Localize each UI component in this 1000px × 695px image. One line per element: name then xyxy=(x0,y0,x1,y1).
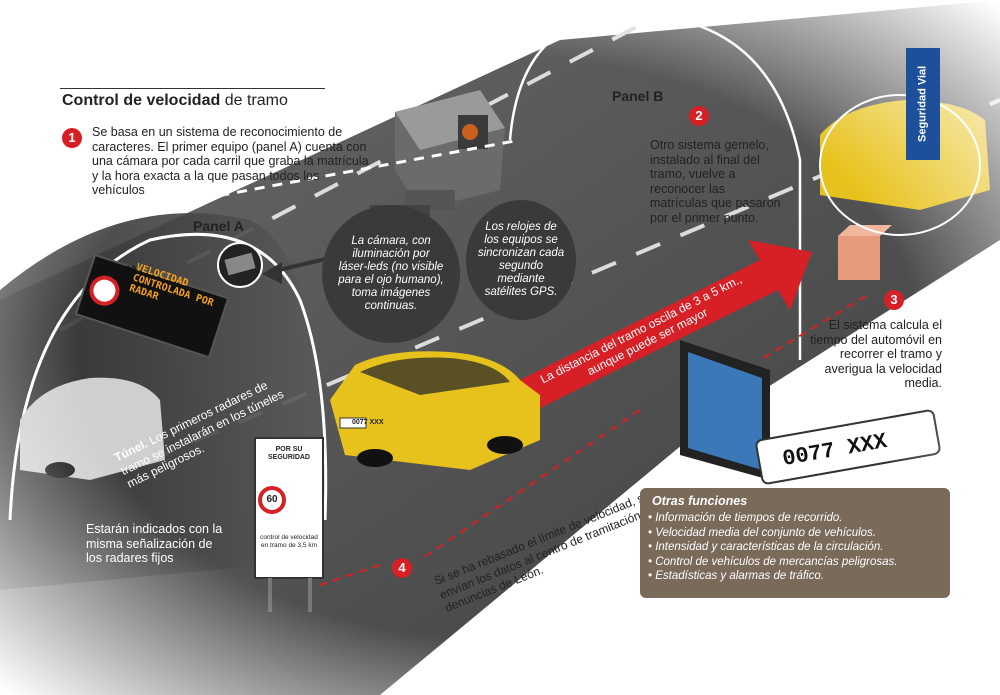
camera-bubble: La cámara, con iluminación por láser-led… xyxy=(322,205,460,343)
brand-logo: Seguridad Vial xyxy=(906,48,940,160)
car-plate: 0077 XXX xyxy=(352,419,384,426)
step-number-1: 1 xyxy=(62,128,82,148)
step-text-3: El sistema calcula el tiempo del automóv… xyxy=(809,318,942,390)
list-item: • Velocidad media del conjunto de vehícu… xyxy=(648,526,876,539)
otras-funciones-list: • Información de tiempos de recorrido. •… xyxy=(648,511,948,584)
step-number-3: 3 xyxy=(884,290,904,310)
road-sign-speed: 60 xyxy=(266,494,278,505)
otras-funciones-box: Otras funciones • Información de tiempos… xyxy=(640,488,950,598)
step-text-2: Otro sistema gemelo, instalado al final … xyxy=(650,138,781,225)
otras-funciones-title: Otras funciones xyxy=(652,494,748,508)
title-rule xyxy=(60,88,325,89)
step-number-4: 4 xyxy=(392,558,412,578)
list-item: • Intensidad y características de la cir… xyxy=(648,541,884,553)
list-item: • Información de tiempos de recorrido. xyxy=(648,512,843,524)
sign-note: Estarán indicados con la misma señalizac… xyxy=(86,522,223,565)
step-number-2: 2 xyxy=(689,106,709,126)
clocks-bubble: Los relojes de los equipos se sincroniza… xyxy=(466,200,576,320)
road-sign-footer: control de velocidad en tramo de 3,5 km xyxy=(260,534,318,549)
panel-a-label: Panel A xyxy=(193,218,244,234)
page-title: Control de velocidad de tramo xyxy=(62,92,288,109)
list-item: • Control de vehículos de mercancías pel… xyxy=(648,555,898,568)
tunnel-sign-speed: 100 xyxy=(119,265,137,275)
list-item: • Estadísticas y alarmas de tráfico. xyxy=(648,570,824,582)
step-text-1: Se basa en un sistema de reconocimiento … xyxy=(92,125,369,197)
panel-b-label: Panel B xyxy=(612,88,664,104)
road-sign-header: POR SU SEGURIDAD xyxy=(267,446,310,461)
